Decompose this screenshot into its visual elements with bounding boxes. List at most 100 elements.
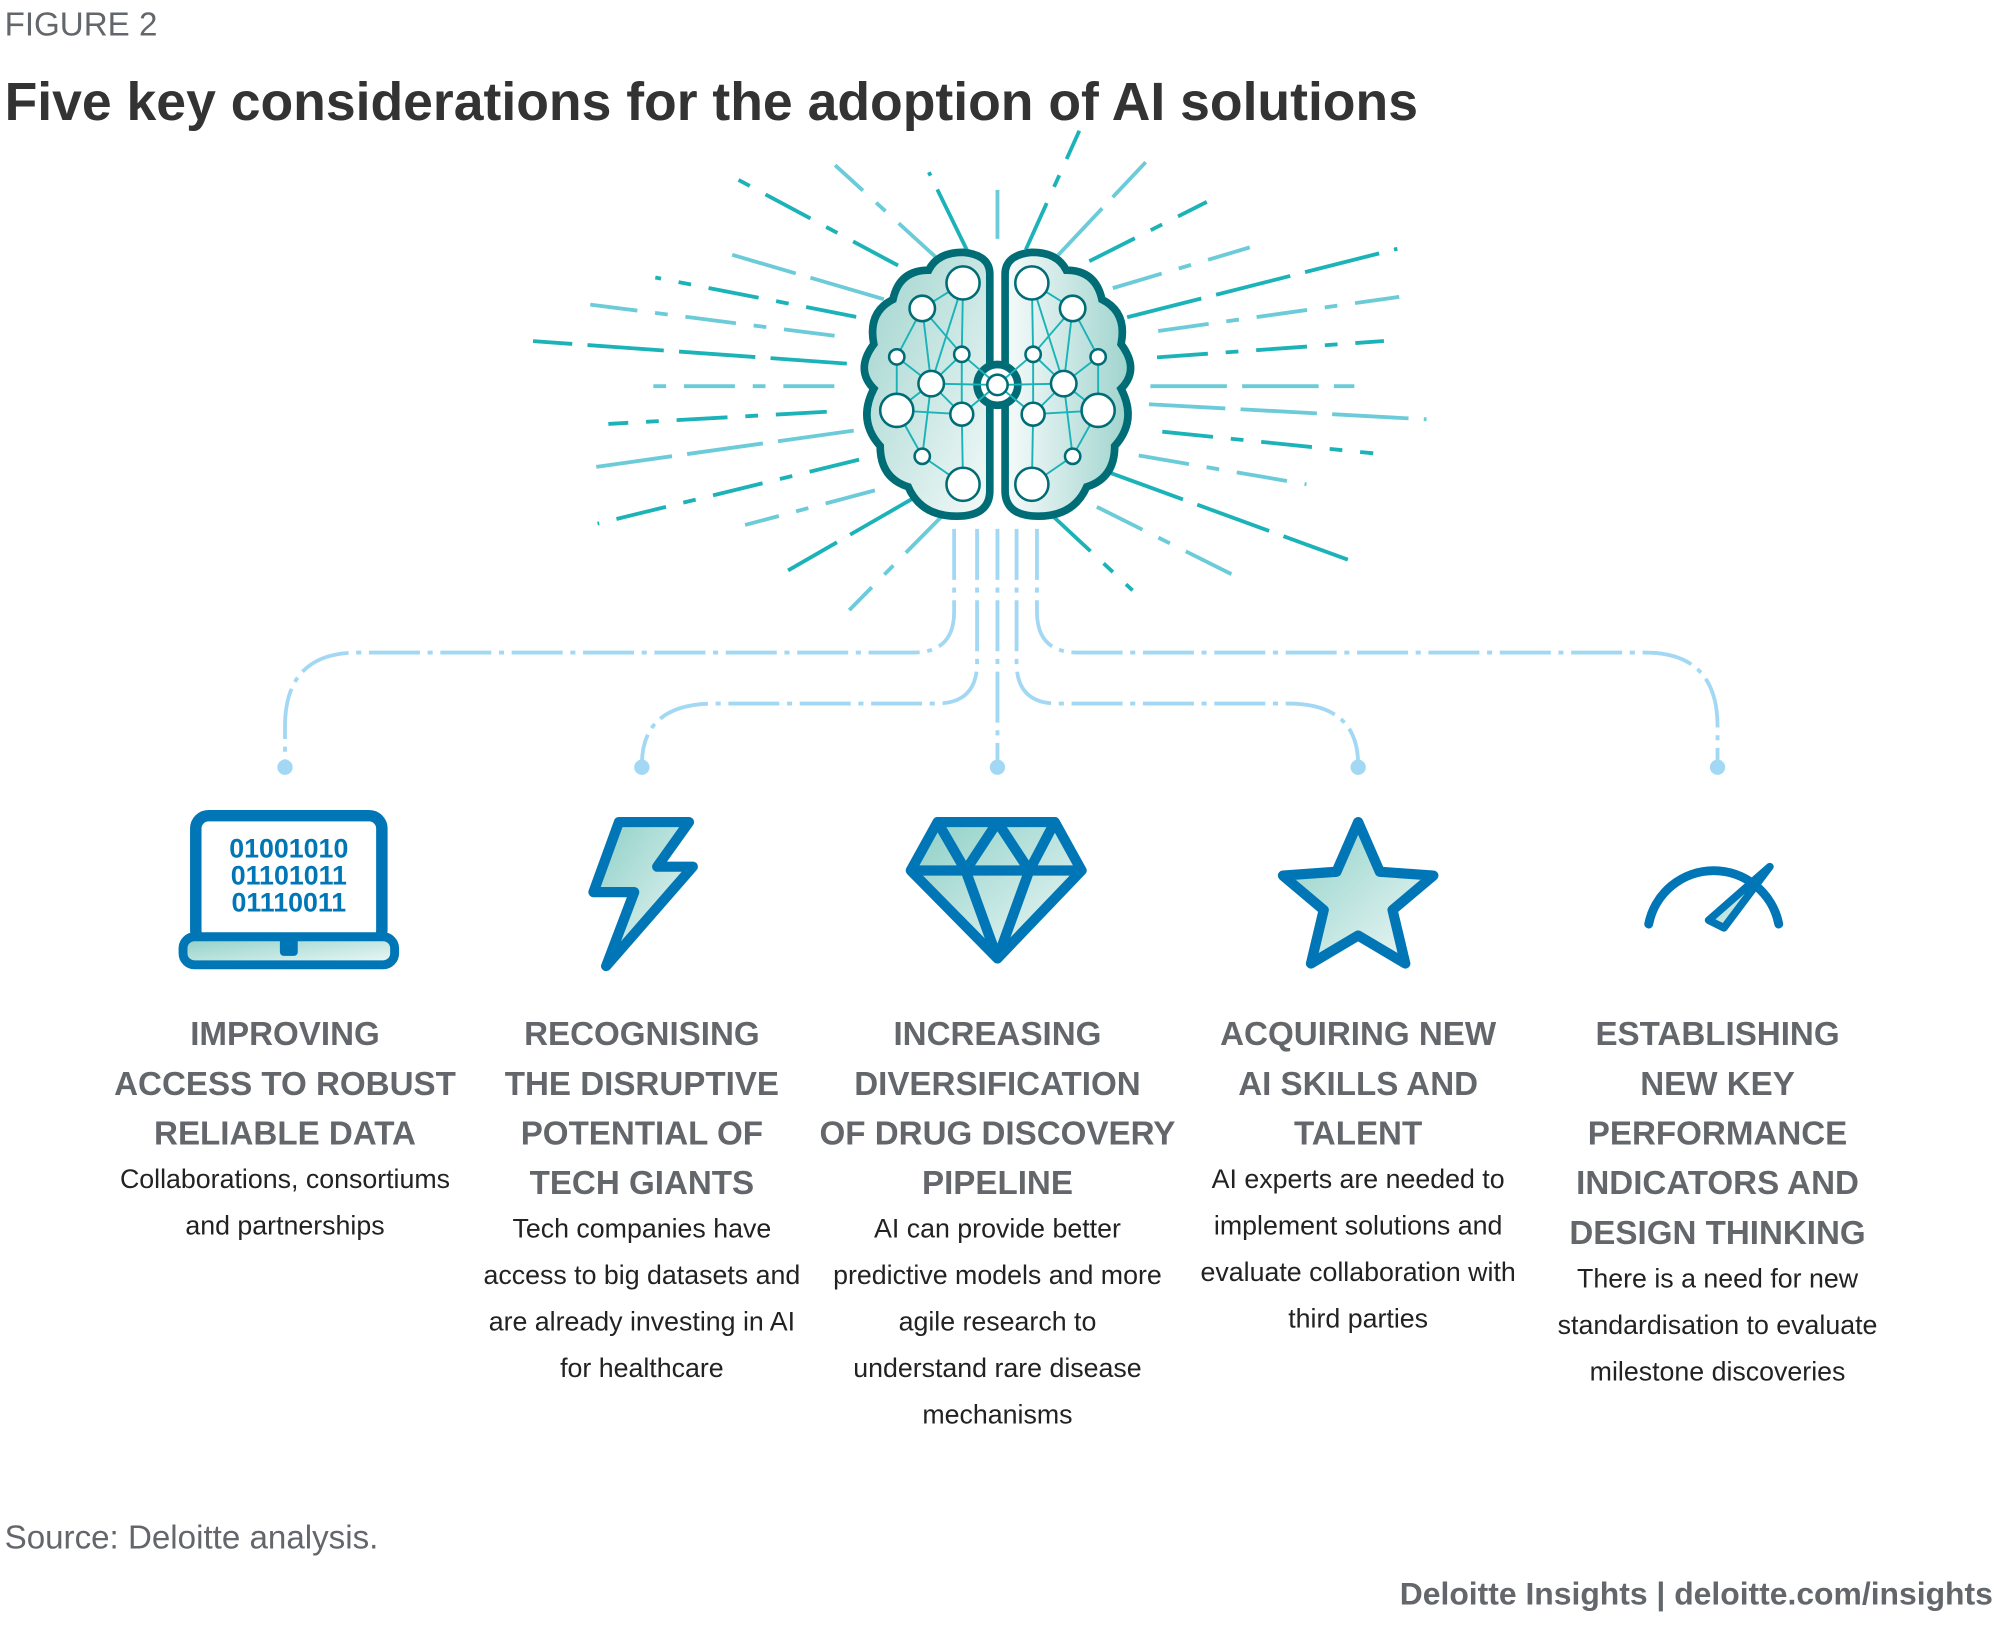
consideration-desc-line: evaluate collaboration with — [1201, 1257, 1516, 1287]
network-node — [1089, 347, 1108, 366]
network-node — [878, 392, 915, 429]
consideration-title-line: OF DRUG DISCOVERY — [820, 1116, 1176, 1153]
ray — [1024, 129, 1082, 251]
ray — [608, 409, 827, 426]
consideration-title-line: ACCESS TO ROBUST — [114, 1066, 456, 1103]
ray — [654, 275, 857, 319]
ray — [847, 515, 944, 612]
network-node — [908, 294, 937, 323]
consideration-title-line: DIVERSIFICATION — [854, 1066, 1140, 1103]
network-node — [1049, 369, 1078, 398]
ray — [1148, 402, 1427, 422]
consideration-desc-line: milestone discoveries — [1590, 1356, 1846, 1386]
consideration-2: RECOGNISING THE DISRUPTIVE POTENTIAL OF TEC… — [483, 1016, 800, 1383]
network-node — [985, 373, 1009, 397]
source-note: Source: Deloitte analysis. — [5, 1520, 379, 1557]
connectors — [283, 528, 1720, 768]
network-node — [917, 369, 946, 398]
consideration-desc-line: access to big datasets and — [483, 1260, 800, 1290]
consideration-title-line: DESIGN THINKING — [1569, 1215, 1865, 1252]
network-node — [945, 466, 981, 503]
consideration-title-line: ESTABLISHING — [1595, 1016, 1839, 1053]
rays — [532, 129, 1427, 612]
ray — [1156, 339, 1385, 360]
consideration-title-line: RECOGNISING — [524, 1016, 760, 1053]
network-node — [1014, 265, 1050, 301]
ray — [927, 171, 973, 259]
consideration-title-line: POTENTIAL OF — [521, 1116, 763, 1153]
binary-line: 01110011 — [232, 887, 347, 917]
consideration-title-line: ACQUIRING NEW — [1220, 1016, 1497, 1053]
consideration-desc-line: predictive models and more — [833, 1260, 1162, 1290]
speedometer-icon — [1644, 862, 1784, 932]
page-title: Five key considerations for the adoption… — [5, 73, 1418, 132]
ray — [1157, 295, 1400, 333]
connector-dots — [277, 759, 1726, 775]
ray — [787, 494, 918, 573]
network-node — [1063, 447, 1082, 466]
consideration-title-line: AI SKILLS AND — [1238, 1066, 1478, 1103]
network-node — [913, 447, 932, 466]
consideration-title-line: RELIABLE DATA — [154, 1116, 416, 1153]
ray — [833, 163, 938, 260]
consideration-desc-line: AI experts are needed to — [1212, 1164, 1505, 1194]
network-node — [1058, 294, 1087, 323]
ray — [1088, 200, 1208, 263]
consideration-desc-line: AI can provide better — [874, 1214, 1121, 1244]
consideration-desc-line: Collaborations, consortiums — [120, 1164, 450, 1194]
binary-line: 01001010 — [229, 834, 348, 864]
binary-line: 01101011 — [231, 861, 347, 891]
consideration-title-line: NEW KEY — [1640, 1066, 1795, 1103]
consideration-desc-line: standardisation to evaluate — [1558, 1310, 1878, 1340]
network-node — [1024, 345, 1043, 364]
ray — [1096, 505, 1247, 584]
consideration-title-line: PIPELINE — [922, 1165, 1073, 1202]
ray — [1112, 245, 1251, 290]
network-node — [949, 401, 975, 427]
consideration-title-line: PERFORMANCE — [1588, 1116, 1847, 1153]
ray — [589, 428, 854, 470]
ray — [1126, 246, 1398, 320]
ray — [1162, 429, 1374, 456]
consideration-desc-line: implement solutions and — [1214, 1210, 1502, 1240]
consideration-desc-line: understand rare disease — [853, 1353, 1142, 1383]
network-node — [945, 265, 981, 301]
ray — [731, 253, 885, 302]
consideration-desc-line: Tech companies have — [512, 1214, 771, 1244]
ray — [532, 339, 847, 366]
footer-credit[interactable]: Deloitte Insights | deloitte.com/insight… — [1400, 1576, 1993, 1612]
ray — [590, 302, 835, 338]
consideration-desc-line: agile research to — [899, 1307, 1097, 1337]
network-node — [952, 345, 971, 364]
consideration-desc-line: mechanisms — [922, 1400, 1072, 1430]
consideration-title-line: TECH GIANTS — [530, 1165, 755, 1202]
consideration-1: IMPROVING ACCESS TO ROBUST RELIABLE DATA Co… — [114, 1016, 456, 1240]
ray — [744, 488, 876, 527]
lightning-icon — [588, 816, 698, 972]
network-node — [1080, 392, 1116, 429]
brain-icon — [860, 248, 1135, 521]
ray — [726, 172, 899, 268]
star-icon — [1277, 816, 1439, 969]
consideration-desc-line: and partnerships — [185, 1210, 384, 1240]
consideration-desc-line: are already investing in AI — [489, 1307, 795, 1337]
ray — [1110, 471, 1349, 562]
ray — [1051, 515, 1134, 592]
network-node — [887, 347, 906, 366]
consideration-title-line: THE DISRUPTIVE — [505, 1066, 779, 1103]
consideration-desc-line: There is a need for new — [1577, 1263, 1859, 1293]
consideration-title-line: IMPROVING — [190, 1016, 380, 1053]
diamond-icon — [905, 816, 1087, 964]
consideration-title-line: INCREASING — [893, 1016, 1101, 1053]
ray — [597, 457, 860, 526]
consideration-3: INCREASING DIVERSIFICATION OF DRUG DISCOVE… — [820, 1016, 1176, 1430]
laptop-icon: 01001010 01101011 01110011 — [178, 809, 400, 970]
consideration-title-line: INDICATORS AND — [1576, 1165, 1859, 1202]
network-node — [1020, 401, 1046, 427]
ray — [1048, 160, 1148, 266]
consideration-desc-line: for healthcare — [560, 1353, 724, 1383]
ray — [1138, 453, 1307, 487]
consideration-5: ESTABLISHING NEW KEY PERFORMANCE INDICATORS… — [1558, 1016, 1878, 1386]
